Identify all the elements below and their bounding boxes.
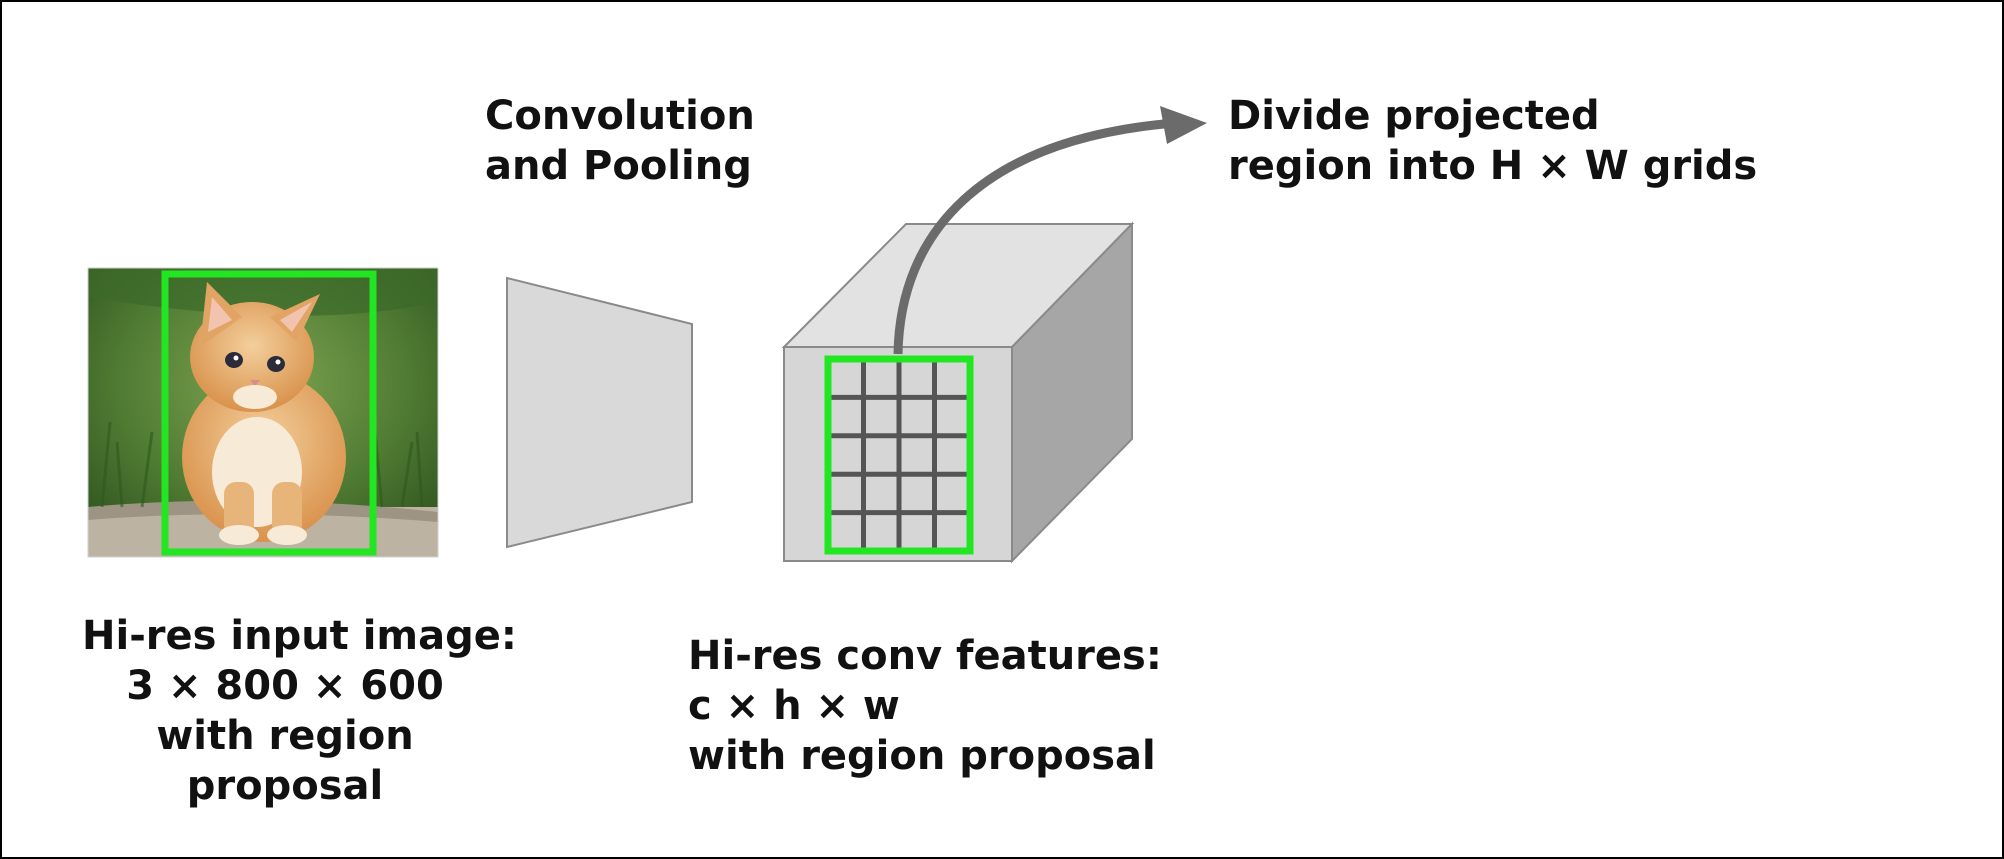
input-image-label-line3: with region — [156, 713, 414, 759]
photo-frame — [87, 267, 439, 558]
conv-features-label-line2: c × h × w — [688, 683, 900, 729]
arrow-head — [1160, 106, 1207, 144]
conv-features-label-line3: with region proposal — [688, 733, 1156, 779]
divide-label-line1: Divide projected — [1228, 93, 1600, 139]
input-image-label-line4: proposal — [186, 763, 384, 809]
conv-pooling-block — [506, 276, 693, 549]
input-image-label: Hi-res input image: 3 × 800 × 600 with r… — [82, 611, 517, 811]
input-image-label-line1: Hi-res input image: — [82, 613, 517, 659]
divide-label: Divide projected region into H × W grids — [1228, 91, 1757, 191]
projected-grid — [828, 359, 970, 551]
conv-features-label: Hi-res conv features: c × h × w with reg… — [688, 631, 1162, 781]
kitten-photo — [88, 268, 438, 557]
divide-label-line2: region into H × W grids — [1228, 143, 1758, 189]
convolution-label: Convolution and Pooling — [485, 91, 755, 191]
convolution-label-line2: and Pooling — [485, 143, 752, 189]
projected-region-box — [824, 355, 974, 555]
convolution-label-line1: Convolution — [485, 93, 755, 139]
curved-arrow — [893, 119, 1165, 355]
input-region-box — [161, 270, 377, 556]
input-image-label-line2: 3 × 800 × 600 — [126, 663, 444, 709]
conv-features-label-line1: Hi-res conv features: — [688, 633, 1162, 679]
